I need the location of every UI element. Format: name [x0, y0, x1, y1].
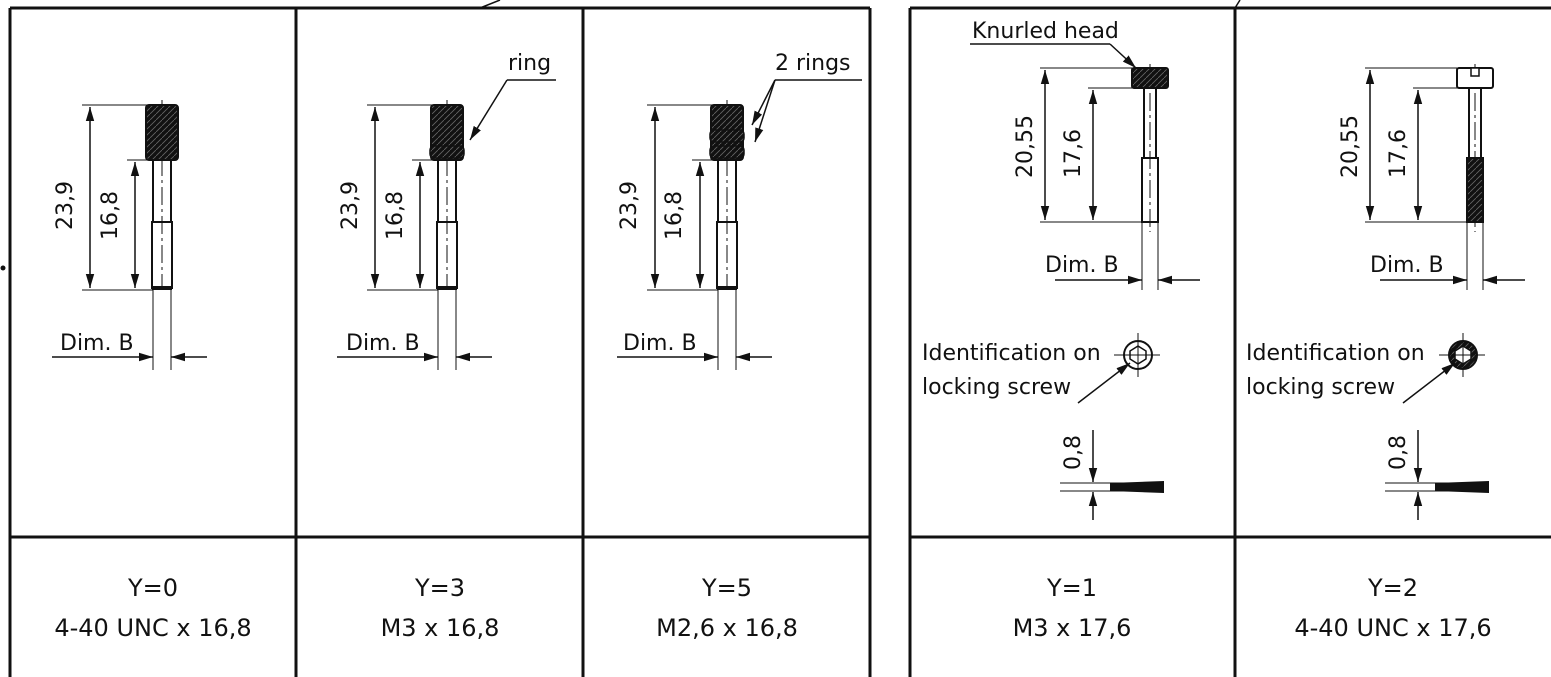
thread-spec: M2,6 x 16,8 [656, 614, 798, 642]
locking-element [1110, 481, 1164, 493]
shaft-thread [1141, 157, 1159, 223]
shaft-tip [717, 286, 737, 290]
dim-small-label: 0,8 [1386, 435, 1411, 470]
dim-b-label: Dim. B [60, 331, 134, 356]
dim-shaft-label: 16,8 [383, 191, 408, 240]
shaft-tip [152, 286, 172, 290]
thread-spec: 4-40 UNC x 16,8 [54, 614, 251, 642]
dim-shaft-label: 17,6 [1386, 129, 1411, 178]
callout-leader [469, 79, 508, 141]
panel-y5: 23,9 16,8 Dim. B 2 rings Y=5 M2,6 x 16,8 [617, 51, 862, 642]
rings-callout: 2 rings [775, 51, 851, 76]
dim-b-label: Dim. B [1370, 253, 1444, 278]
knurled-head-callout: Knurled head [972, 19, 1119, 44]
dim-total-label: 23,9 [53, 181, 78, 230]
dim-b-label: Dim. B [346, 331, 420, 356]
thread-spec: M3 x 17,6 [1013, 614, 1132, 642]
screw-drawing [970, 43, 1200, 520]
dim-total-label: 23,9 [338, 181, 363, 230]
callout-leader [754, 79, 776, 143]
panel-y3: 23,9 16,8 Dim. B ring Y=3 M3 x 16,8 [337, 51, 556, 642]
shaft-thread [1466, 157, 1484, 223]
dim-shaft-label: 16,8 [98, 191, 123, 240]
screw-drawing [337, 79, 556, 370]
small-head [1131, 67, 1169, 89]
thread-spec: M3 x 16,8 [381, 614, 500, 642]
thread-spec: 4-40 UNC x 17,6 [1294, 614, 1491, 642]
ring-callout: ring [508, 51, 551, 76]
table-left-frame [8, 6, 872, 677]
dim-b-label: Dim. B [1045, 253, 1119, 278]
dim-shaft-label: 17,6 [1061, 129, 1086, 178]
dim-shaft-label: 16,8 [662, 191, 687, 240]
table-right-frame [908, 6, 1551, 677]
top-leader-stub-left [479, 0, 501, 9]
callout-leader [1109, 43, 1137, 69]
identification-label-line2: locking screw [1246, 375, 1395, 400]
variant-code: Y=0 [127, 574, 178, 602]
screw-drawing [1365, 64, 1525, 520]
identification-leader [1402, 362, 1456, 404]
screw-drawing [52, 100, 207, 370]
ring [709, 145, 745, 159]
locking-element [1435, 481, 1489, 493]
ring [429, 145, 465, 159]
top-leader-stub-right [1234, 0, 1241, 9]
panel-y1: Knurled head 20,55 17,6 Dim. B Identific… [922, 19, 1200, 642]
variant-code: Y=3 [414, 574, 465, 602]
dim-total-label: 20,55 [1338, 115, 1363, 178]
knurled-head [145, 104, 179, 161]
edge-dot [0, 265, 6, 271]
shaft-tip [437, 286, 457, 290]
identification-label-line1: Identification on [1246, 341, 1425, 366]
panel-y0: 23,9 16,8 Dim. B Y=0 4-40 UNC x 16,8 [52, 100, 252, 642]
head-slot [1470, 67, 1480, 77]
panel-y2: 20,55 17,6 Dim. B Identification on lock… [1246, 64, 1525, 642]
identification-label-line1: Identification on [922, 341, 1101, 366]
ring [709, 129, 745, 143]
callout-leader [751, 79, 776, 126]
identification-leader [1077, 362, 1131, 404]
variant-code: Y=1 [1046, 574, 1097, 602]
identification-label-line2: locking screw [922, 375, 1071, 400]
dim-total-label: 23,9 [617, 181, 642, 230]
dim-total-label: 20,55 [1013, 115, 1038, 178]
screw-drawing [617, 79, 862, 370]
dim-small-label: 0,8 [1061, 435, 1086, 470]
variant-code: Y=5 [701, 574, 752, 602]
dim-b-label: Dim. B [623, 331, 697, 356]
variant-code: Y=2 [1367, 574, 1418, 602]
